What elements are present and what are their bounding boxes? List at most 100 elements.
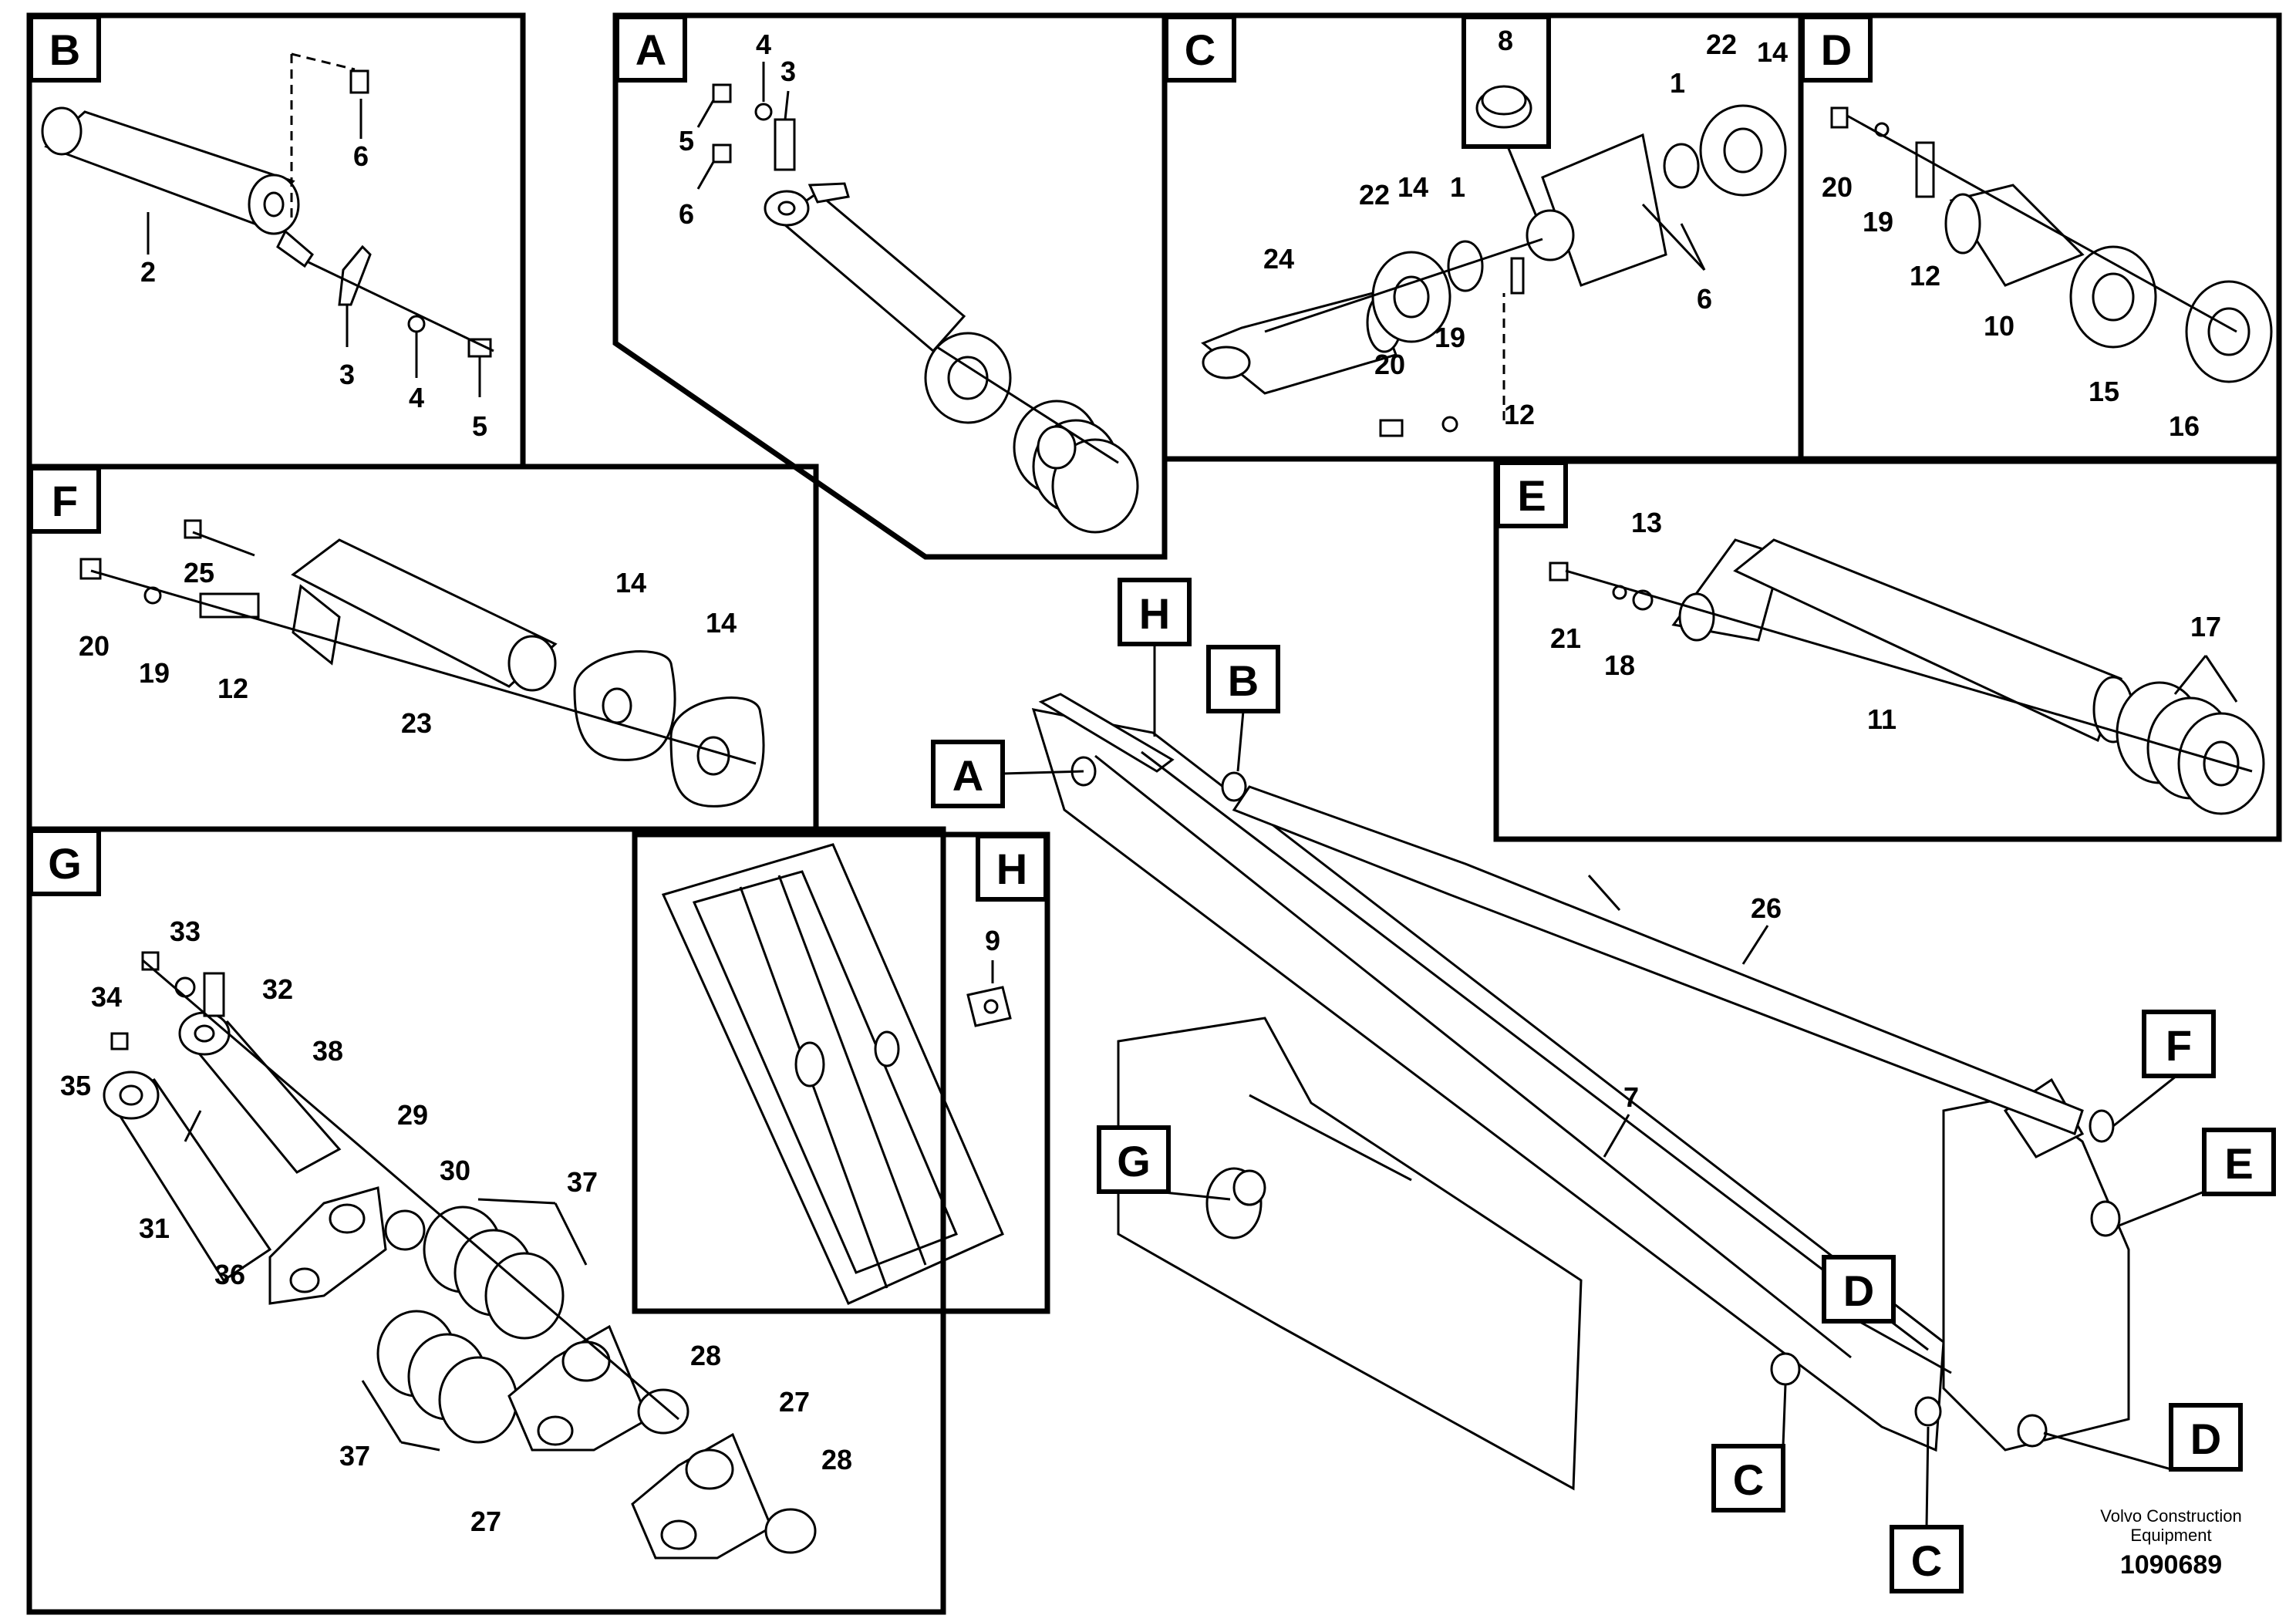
panel-c-letter: C bbox=[1185, 25, 1215, 74]
panel-d-tag bbox=[1800, 15, 1873, 83]
ref-33: 33 bbox=[170, 916, 201, 947]
ref-38: 38 bbox=[312, 1035, 343, 1067]
ref-28: 28 bbox=[690, 1340, 721, 1371]
panel-e: E 13 21 18 11 17 bbox=[1493, 458, 2282, 842]
callout-c-left: C bbox=[1711, 1384, 1787, 1512]
ref-16: 16 bbox=[2169, 410, 2200, 442]
panel-b-letter: B bbox=[49, 25, 80, 74]
callout-d-upper: D bbox=[1822, 1255, 1952, 1374]
main-boom-assembly bbox=[1031, 693, 2130, 1491]
ref-14: 14 bbox=[1757, 36, 1788, 68]
ref-6: 6 bbox=[679, 198, 694, 230]
callout-e-label: E bbox=[2224, 1139, 2253, 1188]
callout-e: E bbox=[2116, 1128, 2276, 1228]
panel-h-letter: H bbox=[996, 845, 1027, 893]
document-number: 1090689 bbox=[2120, 1550, 2222, 1580]
callout-g-label: G bbox=[1117, 1137, 1151, 1185]
panel-c: C 8 22 14 1 22 14 1 24 6 20 19 12 bbox=[1161, 12, 1804, 462]
ref-37: 37 bbox=[339, 1440, 370, 1472]
ref-20: 20 bbox=[79, 630, 110, 662]
panel-f-tag bbox=[29, 466, 101, 534]
callout-c-right-label: C bbox=[1911, 1536, 1942, 1585]
ref-34: 34 bbox=[91, 981, 122, 1013]
ref-31: 31 bbox=[139, 1212, 170, 1244]
ref-3: 3 bbox=[339, 359, 355, 390]
callout-a-label: A bbox=[952, 751, 983, 800]
ref-30: 30 bbox=[440, 1155, 470, 1186]
panel-d: D 20 19 12 10 15 16 bbox=[1798, 12, 2282, 462]
ref-35: 35 bbox=[60, 1070, 91, 1101]
footer: Volvo Construction Equipment 1090689 bbox=[2100, 1506, 2241, 1580]
ref-4: 4 bbox=[756, 29, 771, 60]
ref-5: 5 bbox=[472, 410, 487, 442]
ref-25: 25 bbox=[184, 557, 214, 588]
callout-d-upper-label: D bbox=[1843, 1266, 1874, 1315]
callout-h: H bbox=[1118, 578, 1192, 737]
ref-14: 14 bbox=[1397, 171, 1428, 203]
brand-line-2: Equipment bbox=[2130, 1526, 2211, 1545]
ref-27: 27 bbox=[470, 1506, 501, 1537]
ref-27: 27 bbox=[779, 1386, 810, 1418]
panel-e-tag bbox=[1495, 460, 1568, 528]
ref-1: 1 bbox=[1670, 67, 1685, 99]
callout-f-label: F bbox=[2166, 1021, 2192, 1070]
ref-14: 14 bbox=[706, 607, 737, 639]
ref-26: 26 bbox=[1751, 892, 1782, 924]
panel-a: A 4 3 5 6 bbox=[612, 12, 1168, 560]
ref-17: 17 bbox=[2190, 611, 2221, 642]
ref-20: 20 bbox=[1822, 171, 1853, 203]
ref-7: 7 bbox=[1623, 1081, 1639, 1113]
ref-20: 20 bbox=[1374, 349, 1405, 380]
ref-22: 22 bbox=[1706, 29, 1737, 60]
callout-c-right: C bbox=[1890, 1426, 1964, 1593]
callout-a: A bbox=[931, 740, 1084, 808]
ref-28: 28 bbox=[821, 1444, 852, 1475]
panel-e-letter: E bbox=[1517, 471, 1546, 520]
ref-13: 13 bbox=[1631, 507, 1662, 538]
ref-24: 24 bbox=[1263, 243, 1294, 275]
ref-19: 19 bbox=[1435, 322, 1465, 353]
callout-c-left-label: C bbox=[1733, 1455, 1764, 1504]
ref-10: 10 bbox=[1984, 310, 2014, 342]
ref-18: 18 bbox=[1604, 649, 1635, 681]
ref-6: 6 bbox=[353, 140, 369, 172]
ref-14: 14 bbox=[615, 567, 646, 599]
panel-h-tag bbox=[976, 834, 1048, 902]
callout-b: B bbox=[1206, 645, 1280, 772]
panel-c-tag bbox=[1164, 15, 1236, 83]
callout-d-lower-label: D bbox=[2190, 1415, 2221, 1463]
panel-g: G 33 34 32 35 bbox=[26, 826, 946, 1615]
ref-23: 23 bbox=[401, 707, 432, 739]
panel-a-letter: A bbox=[636, 25, 666, 74]
panel-a-tag bbox=[615, 15, 687, 83]
panel-b-tag bbox=[29, 15, 101, 83]
ref-9: 9 bbox=[985, 925, 1000, 956]
ref-37: 37 bbox=[567, 1166, 598, 1198]
ref-12: 12 bbox=[1910, 260, 1940, 292]
ref-21: 21 bbox=[1550, 622, 1581, 654]
ref-19: 19 bbox=[139, 657, 170, 689]
ref-22: 22 bbox=[1359, 179, 1390, 211]
ref-2: 2 bbox=[140, 256, 156, 288]
panel-g-letter: G bbox=[48, 839, 82, 888]
callout-h-label: H bbox=[1139, 589, 1170, 638]
ref-3: 3 bbox=[781, 56, 796, 87]
ref-12: 12 bbox=[217, 673, 248, 704]
callout-g: G bbox=[1097, 1125, 1231, 1201]
panel-g-tag bbox=[29, 828, 101, 896]
panel-d-letter: D bbox=[1821, 25, 1852, 74]
ref-11: 11 bbox=[1867, 703, 1896, 735]
ref-12: 12 bbox=[1504, 399, 1535, 430]
panel-f-letter: F bbox=[52, 477, 78, 525]
ref-8: 8 bbox=[1498, 25, 1513, 56]
callout-b-label: B bbox=[1228, 656, 1259, 705]
brand-line-1: Volvo Construction bbox=[2100, 1506, 2241, 1526]
ref-4: 4 bbox=[409, 382, 424, 413]
panel-f: F 25 20 19 12 23 14 14 bbox=[26, 464, 819, 832]
panel-b: B 6 2 3 4 5 bbox=[26, 12, 526, 470]
ref-29: 29 bbox=[397, 1099, 428, 1131]
ref-36: 36 bbox=[214, 1259, 245, 1290]
main-callouts: H B A F E G D bbox=[931, 578, 2276, 1593]
ref-19: 19 bbox=[1863, 206, 1893, 238]
